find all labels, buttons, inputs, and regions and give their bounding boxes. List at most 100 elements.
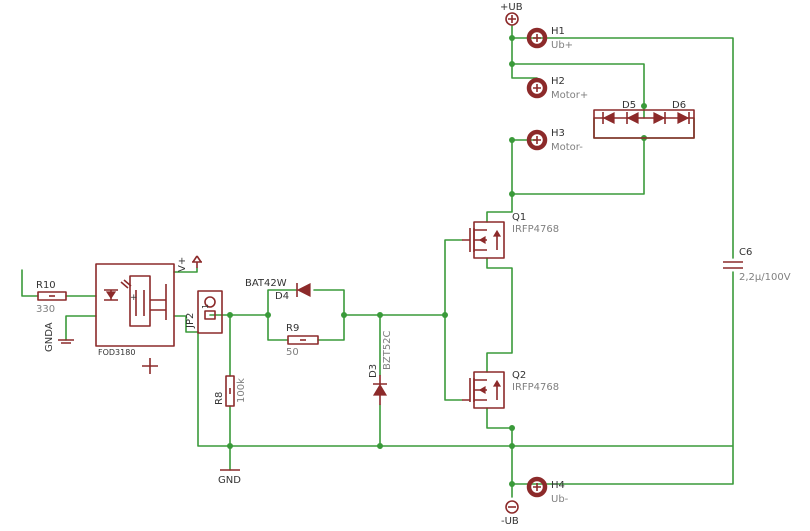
- ground-gnda: GNDA: [44, 322, 74, 352]
- capacitor-c6: C6 2,2µ/100V: [723, 247, 791, 283]
- junction: [641, 103, 647, 109]
- junction: [227, 443, 233, 449]
- resistor-r8: R8 100k: [214, 375, 247, 407]
- value-h3: Motor-: [551, 142, 583, 153]
- label-vplus: V+: [177, 257, 188, 272]
- net-input: [21, 269, 97, 341]
- terminal-h2: H2 Motor+: [526, 76, 588, 101]
- mosfet-q1: Q1 IRFP4768: [462, 212, 559, 259]
- diode-icon: [626, 112, 639, 124]
- junction: [227, 312, 233, 318]
- diode-bank-d5-d6: D5 D6: [593, 100, 695, 139]
- label-r10: R10: [36, 280, 56, 291]
- junction: [341, 312, 347, 318]
- value-r8: 100k: [236, 378, 247, 403]
- label-h3: H3: [551, 128, 565, 139]
- value-c6: 2,2µ/100V: [739, 272, 791, 283]
- label-d4: D4: [275, 291, 289, 302]
- junction: [377, 312, 383, 318]
- wires: [21, 25, 734, 498]
- label-h2: H2: [551, 76, 565, 87]
- resistor-r10: R10 330: [36, 280, 67, 315]
- junction: [509, 35, 515, 41]
- label-h1: H1: [551, 26, 565, 37]
- terminal-ring-icon: [526, 476, 548, 498]
- zener-d3: D3 BZT52C: [368, 330, 393, 405]
- net-q2-source: [486, 407, 513, 447]
- ic-fod3180: + FOD3180: [95, 263, 175, 357]
- label-q2: Q2: [512, 370, 526, 381]
- label-jp2-pin: 1: [201, 304, 210, 309]
- supply-ub-minus: -UB: [501, 500, 519, 527]
- crosshair-origin-icon: [142, 358, 158, 374]
- value-h4: Ub-: [551, 494, 569, 505]
- supply-ub-plus: +UB: [500, 2, 523, 26]
- label-ub-minus: -UB: [501, 516, 519, 527]
- label-r9: R9: [286, 323, 299, 334]
- label-ub-plus: +UB: [500, 2, 523, 13]
- net-jp2-out: [209, 289, 381, 376]
- resistor-icon: [37, 291, 67, 301]
- ic-body: [95, 263, 175, 347]
- label-r8: R8: [214, 392, 225, 405]
- mosfet-q2: Q2 IRFP4768: [462, 370, 559, 409]
- label-bat42w: BAT42W: [245, 278, 287, 289]
- supply-vplus: V+: [177, 255, 202, 272]
- resistor-icon: [287, 335, 319, 345]
- label-d3: D3: [368, 364, 379, 378]
- capacitor-icon: [723, 261, 743, 269]
- terminal-h4: H4 Ub-: [526, 476, 569, 505]
- value-d3: BZT52C: [382, 330, 393, 370]
- value-q1: IRFP4768: [512, 224, 559, 235]
- diode-icon: [602, 112, 615, 124]
- label-d5: D5: [622, 100, 636, 111]
- junction: [509, 443, 515, 449]
- junctions: [227, 35, 647, 487]
- label-jp2: JP2: [185, 313, 196, 329]
- ground-icon: [58, 339, 74, 344]
- label-gnda: GNDA: [44, 322, 55, 352]
- diode-icon: [296, 283, 311, 297]
- label-d6: D6: [672, 100, 686, 111]
- value-h2: Motor+: [551, 90, 588, 101]
- value-r9: 50: [286, 347, 299, 358]
- net-diode-bank: [511, 117, 695, 195]
- jumper-icon: [197, 290, 223, 334]
- value-h1: Ub+: [551, 40, 573, 51]
- net-driver-out: [173, 267, 199, 333]
- label-q1: Q1: [512, 212, 526, 223]
- value-r10: 330: [36, 304, 55, 315]
- net-half-bridge-mid: [486, 257, 513, 373]
- net-ground: [197, 271, 734, 498]
- terminal-ring-icon: [526, 27, 548, 49]
- label-fod3180: FOD3180: [98, 348, 135, 357]
- led-icon: [105, 291, 117, 300]
- diode-d4: BAT42W D4: [245, 278, 311, 302]
- junction: [509, 425, 515, 431]
- net-gate-bus: [379, 239, 463, 401]
- ground-gnd: GND: [218, 469, 241, 486]
- junction: [509, 191, 515, 197]
- terminal-h1: H1 Ub+: [526, 26, 573, 51]
- junction: [509, 137, 515, 143]
- svg-text:+: +: [130, 293, 138, 303]
- diode-icon: [653, 112, 666, 124]
- junction: [265, 312, 271, 318]
- net-motor-minus: [486, 193, 513, 223]
- junction: [377, 443, 383, 449]
- junction: [442, 312, 448, 318]
- junction: [509, 61, 515, 67]
- resistor-icon: [225, 375, 235, 407]
- value-q2: IRFP4768: [512, 382, 559, 393]
- jumper-jp2: JP2 1: [185, 290, 223, 334]
- diode-icon: [677, 112, 690, 124]
- label-gnd: GND: [218, 475, 241, 486]
- label-h4: H4: [551, 480, 565, 491]
- terminal-ring-icon: [526, 129, 548, 151]
- zener-icon: [372, 383, 388, 396]
- junction: [509, 481, 515, 487]
- terminal-ring-icon: [526, 77, 548, 99]
- label-c6: C6: [739, 247, 752, 258]
- resistor-r9: R9 50: [286, 323, 319, 358]
